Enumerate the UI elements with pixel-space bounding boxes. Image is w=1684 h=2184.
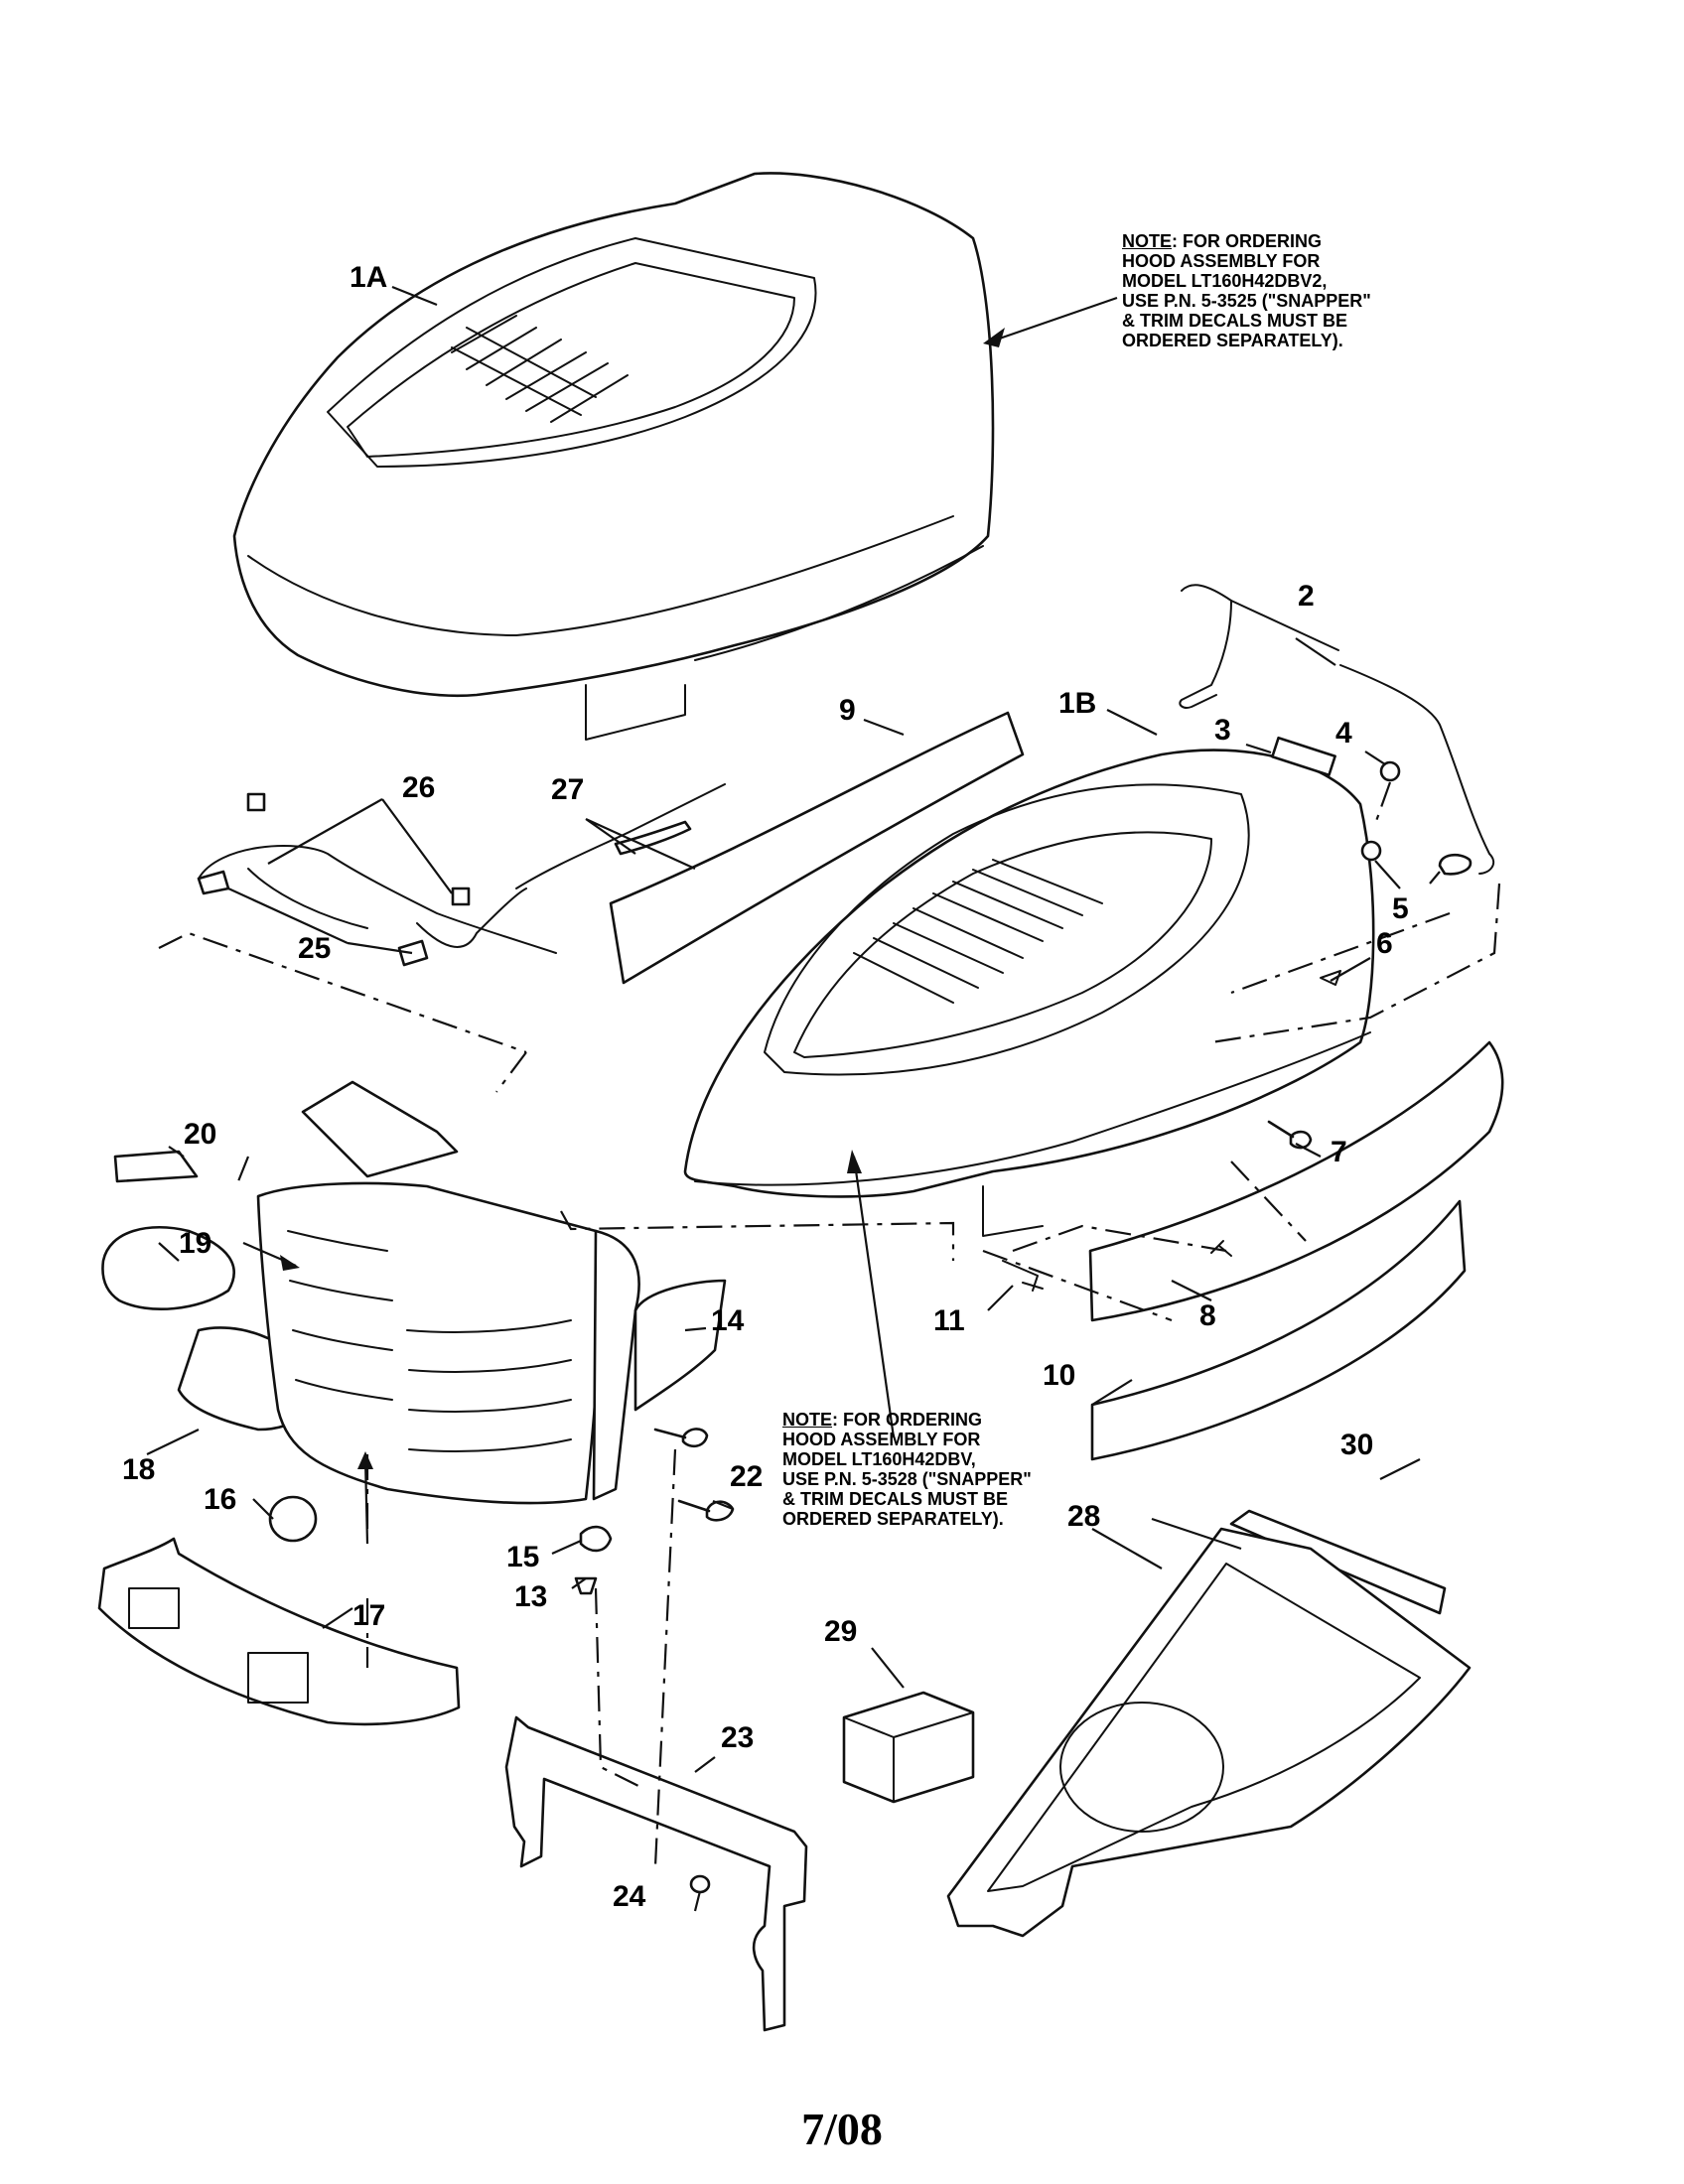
callout-20: 20 bbox=[184, 1118, 216, 1151]
clip-11 bbox=[1002, 1260, 1044, 1292]
callout-1b: 1B bbox=[1058, 687, 1096, 720]
callout-28: 28 bbox=[1067, 1500, 1100, 1533]
note-top: NOTE: FOR ORDERING HOOD ASSEMBLY FOR MOD… bbox=[1122, 231, 1371, 350]
tray-28 bbox=[946, 1527, 1472, 1938]
screw-7 bbox=[1267, 1120, 1313, 1150]
callout-16: 16 bbox=[204, 1483, 236, 1516]
decal-20 bbox=[113, 1150, 199, 1183]
bumper-17 bbox=[97, 1537, 461, 1726]
callout-13: 13 bbox=[514, 1580, 547, 1613]
callout-9: 9 bbox=[839, 694, 856, 727]
foam-29 bbox=[842, 1691, 975, 1804]
note-top-text: : FOR ORDERING HOOD ASSEMBLY FOR MODEL L… bbox=[1122, 231, 1371, 350]
screw-4 bbox=[1379, 760, 1401, 782]
callout-24: 24 bbox=[613, 1880, 646, 1913]
headlight-bulb-25a bbox=[197, 870, 230, 895]
clip-6 bbox=[1320, 970, 1341, 986]
callout-11: 11 bbox=[933, 1304, 965, 1337]
callout-26: 26 bbox=[402, 771, 435, 804]
callout-25: 25 bbox=[298, 932, 331, 965]
callout-5: 5 bbox=[1392, 892, 1409, 925]
note-bottom-text: : FOR ORDERING HOOD ASSEMBLY FOR MODEL L… bbox=[782, 1410, 1032, 1529]
washer-24 bbox=[689, 1874, 711, 1894]
callout-7: 7 bbox=[1331, 1136, 1347, 1168]
bushing-5b bbox=[1438, 853, 1473, 876]
callout-labels: 1A 1B 2 3 4 5 6 7 8 9 10 11 13 14 15 16 … bbox=[122, 261, 1409, 1913]
page-footer-date: 7/08 bbox=[801, 2104, 883, 2154]
side-panel-14 bbox=[633, 1279, 727, 1412]
hood-support-rod-2 bbox=[1179, 584, 1495, 875]
callout-23: 23 bbox=[721, 1721, 754, 1754]
callout-1a: 1A bbox=[350, 261, 387, 294]
trim-panel-8 bbox=[1088, 1040, 1504, 1322]
callout-19: 19 bbox=[179, 1227, 211, 1260]
nut-5a bbox=[1360, 840, 1382, 862]
callout-17: 17 bbox=[352, 1599, 385, 1632]
note-bottom: NOTE: FOR ORDERING HOOD ASSEMBLY FOR MOD… bbox=[782, 1410, 1032, 1529]
decal-10 bbox=[1090, 1199, 1467, 1461]
trim-strip-9 bbox=[609, 711, 1025, 985]
emblem-16 bbox=[268, 1495, 318, 1543]
note-arrows bbox=[242, 296, 1118, 1545]
callout-6: 6 bbox=[1376, 927, 1393, 960]
leader-lines bbox=[146, 285, 1441, 1912]
headlight-bulb-25b bbox=[397, 939, 429, 967]
callout-15: 15 bbox=[506, 1541, 539, 1573]
callout-27: 27 bbox=[551, 773, 584, 806]
callout-3: 3 bbox=[1214, 714, 1231, 747]
callout-22: 22 bbox=[730, 1460, 763, 1493]
bracket-23 bbox=[504, 1715, 808, 2032]
bolt-22a bbox=[653, 1428, 709, 1448]
hood-1a bbox=[232, 172, 995, 741]
bolt-22b bbox=[677, 1499, 735, 1522]
callout-8: 8 bbox=[1199, 1299, 1216, 1332]
note-bottom-heading: NOTE bbox=[782, 1410, 833, 1430]
callout-4: 4 bbox=[1335, 717, 1352, 750]
callout-2: 2 bbox=[1298, 580, 1315, 613]
callout-10: 10 bbox=[1043, 1359, 1075, 1392]
knob-15 bbox=[579, 1525, 613, 1553]
lens-19 bbox=[101, 1225, 235, 1310]
callout-14: 14 bbox=[711, 1304, 745, 1337]
note-top-heading: NOTE bbox=[1122, 231, 1173, 251]
grille-assembly bbox=[256, 1080, 640, 1505]
hood-1b bbox=[683, 749, 1375, 1237]
callout-29: 29 bbox=[824, 1615, 857, 1648]
wiring-harness-26-27 bbox=[198, 783, 726, 954]
screw-13 bbox=[574, 1576, 598, 1595]
callout-18: 18 bbox=[122, 1453, 155, 1486]
callout-30: 30 bbox=[1340, 1429, 1373, 1461]
foam-strip-30 bbox=[1229, 1509, 1447, 1615]
hinge-plate-3 bbox=[1271, 736, 1336, 777]
